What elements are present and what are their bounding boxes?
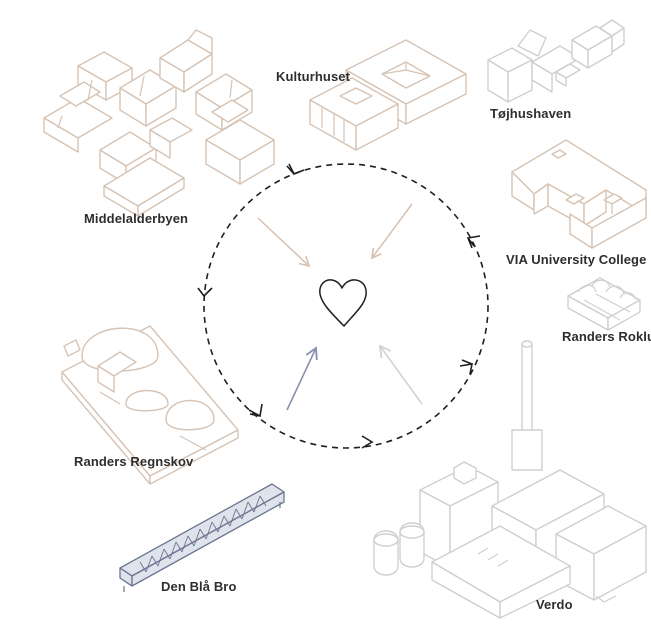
verdo-building <box>373 340 647 619</box>
chevron-arrow-icon <box>361 435 374 449</box>
label-middelalderbyen: Middelalderbyen <box>84 211 189 226</box>
chevron-arrow-icon <box>286 163 305 175</box>
label-randers-regnskov: Randers Regnskov <box>74 454 194 469</box>
arrow-from-kulturhuset <box>371 203 413 260</box>
chevron-arrow-icon <box>248 403 263 418</box>
cycle-circle <box>203 163 489 449</box>
tojhushaven-building <box>487 19 625 103</box>
randers-roklub-building <box>567 277 641 331</box>
chevron-arrow-icon <box>197 287 213 298</box>
label-via-university-college: VIA University College <box>506 252 647 267</box>
middelalderbyen-building <box>43 29 275 217</box>
den-bla-bro-bridge <box>119 483 285 592</box>
chevron-arrow-icon <box>466 235 481 249</box>
cycle-chevrons <box>197 163 481 449</box>
arrow-from-verdo <box>378 344 423 405</box>
label-verdo: Verdo <box>536 597 573 612</box>
label-kulturhuset: Kulturhuset <box>276 69 351 84</box>
label-den-bla-bro: Den Blå Bro <box>161 579 237 594</box>
label-randers-roklub: Randers Roklub <box>562 329 651 344</box>
label-tojhushaven: Tøjhushaven <box>490 106 572 121</box>
chevron-arrow-icon <box>459 359 474 375</box>
via-university-college-building <box>511 139 647 249</box>
kulturhuset-building <box>309 39 467 151</box>
flow-arrows <box>257 203 423 411</box>
heart-icon <box>319 279 367 327</box>
arrow-from-den-bla-bro <box>286 346 318 411</box>
arrow-from-middelalderbyen <box>257 217 311 268</box>
randers-regnskov-building <box>61 325 239 485</box>
